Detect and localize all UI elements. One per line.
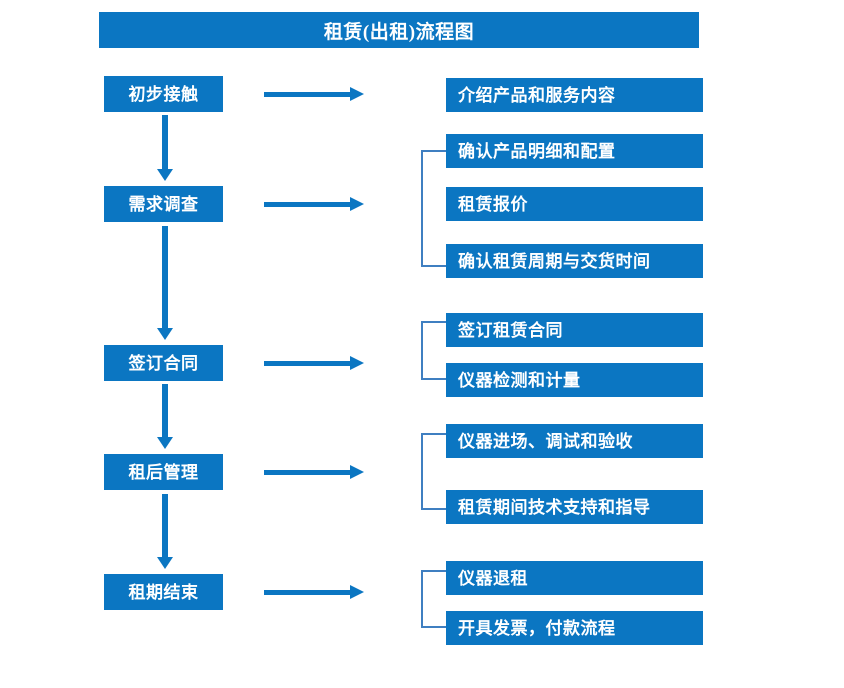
stage-box-租后管理[interactable]: 租后管理 — [104, 454, 223, 490]
stage-box-租期结束[interactable]: 租期结束 — [104, 574, 223, 610]
detail-arrow-right-4 — [264, 465, 364, 479]
flow-arrow-down-1 — [157, 115, 173, 183]
detail-box-仪器进场调试和验收[interactable]: 仪器进场、调试和验收 — [446, 424, 703, 458]
detail-bracket-2 — [421, 150, 446, 267]
stage-box-初步接触[interactable]: 初步接触 — [104, 76, 223, 112]
detail-box-租赁报价[interactable]: 租赁报价 — [446, 187, 703, 221]
detail-box-租赁期间技术支持和指导[interactable]: 租赁期间技术支持和指导 — [446, 490, 703, 524]
detail-bracket-4 — [421, 433, 446, 510]
detail-box-确认产品明细和配置[interactable]: 确认产品明细和配置 — [446, 134, 703, 168]
flow-arrow-down-2 — [157, 226, 173, 342]
detail-bracket-5 — [421, 570, 446, 628]
page-title: 租赁(出租)流程图 — [99, 12, 699, 48]
detail-box-仪器退租[interactable]: 仪器退租 — [446, 561, 703, 595]
flow-arrow-down-3 — [157, 384, 173, 451]
stage-box-需求调查[interactable]: 需求调查 — [104, 186, 223, 222]
stage-box-签订合同[interactable]: 签订合同 — [104, 345, 223, 381]
detail-box-确认租赁周期与交货时间[interactable]: 确认租赁周期与交货时间 — [446, 244, 703, 278]
detail-box-开具发票付款流程[interactable]: 开具发票，付款流程 — [446, 611, 703, 645]
flow-arrow-down-4 — [157, 494, 173, 571]
detail-arrow-right-1 — [264, 87, 364, 101]
detail-arrow-right-2 — [264, 197, 364, 211]
detail-arrow-right-5 — [264, 585, 364, 599]
detail-arrow-right-3 — [264, 356, 364, 370]
detail-box-签订租赁合同[interactable]: 签订租赁合同 — [446, 313, 703, 347]
detail-bracket-3 — [421, 321, 446, 380]
detail-box-介绍产品和服务内容[interactable]: 介绍产品和服务内容 — [446, 78, 703, 112]
detail-box-仪器检测和计量[interactable]: 仪器检测和计量 — [446, 363, 703, 397]
